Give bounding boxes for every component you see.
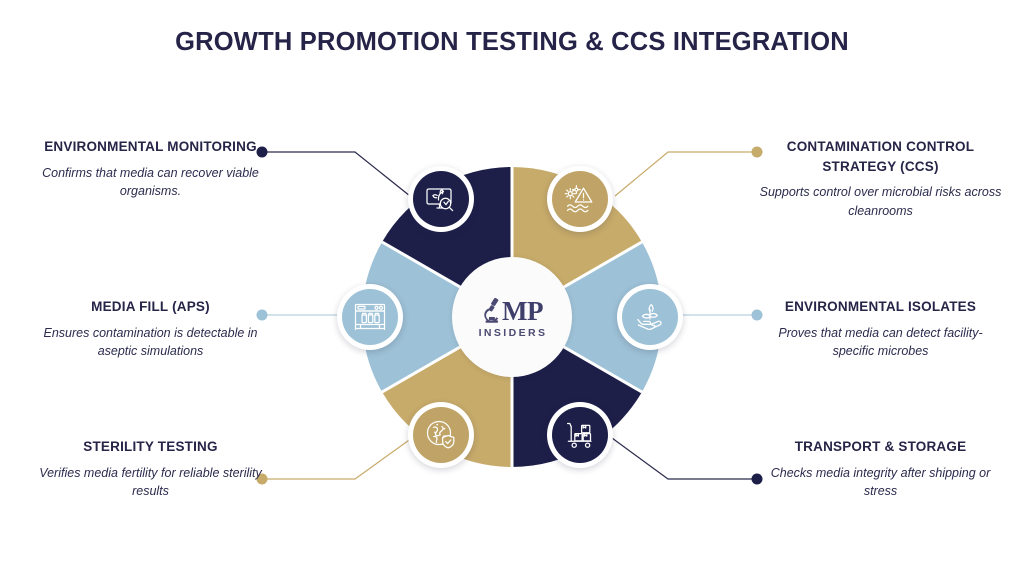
- info-contamination-control-strategy: CONTAMINATION CONTROL STRATEGY (CCS) Sup…: [758, 137, 1003, 221]
- icon-badge-transport-and-storage[interactable]: [547, 402, 613, 468]
- microscope-icon: [484, 297, 499, 323]
- page-title: GROWTH PROMOTION TESTING & CCS INTEGRATI…: [175, 28, 849, 56]
- info-description: Supports control over microbial risks ac…: [759, 185, 1002, 218]
- info-environmental-monitoring: ENVIRONMENTAL MONITORING Confirms that m…: [28, 137, 273, 201]
- info-environmental-isolates: ENVIRONMENTAL ISOLATES Proves that media…: [758, 297, 1003, 361]
- logo-brand-sub: INSIDERS: [478, 326, 548, 339]
- info-description: Checks media integrity after shipping or…: [770, 465, 991, 499]
- icon-badge-environmental-monitoring[interactable]: [408, 166, 474, 232]
- info-title: ENVIRONMENTAL MONITORING: [44, 139, 257, 154]
- icon-badge-media-fill-aps[interactable]: [337, 284, 403, 350]
- info-title: STERILITY TESTING: [83, 439, 218, 454]
- info-sterility-testing: STERILITY TESTING Verifies media fertili…: [28, 437, 273, 501]
- monitor-plant-magnifier-icon: [426, 188, 454, 212]
- icon-badge-sterility-testing[interactable]: [408, 402, 474, 468]
- icon-badge-contamination-control-strategy[interactable]: [547, 166, 613, 232]
- petri-dish-shield-icon: [426, 420, 455, 449]
- info-description: Confirms that media can recover viable o…: [42, 165, 259, 199]
- hand-truck-boxes-icon: [566, 422, 592, 448]
- filling-machine-icon: [354, 303, 386, 331]
- hand-sprout-icon: [637, 303, 662, 331]
- info-description: Ensures contamination is detectable in a…: [43, 325, 258, 359]
- connector-environmental-isolates: [672, 309, 763, 321]
- center-logo: MP INSIDERS: [452, 257, 572, 377]
- logo-brand-main: MP: [502, 295, 543, 326]
- info-description: Proves that media can detect facility-sp…: [778, 325, 983, 359]
- info-transport-and-storage: TRANSPORT & STORAGE Checks media integri…: [758, 437, 1003, 501]
- donut-segment-environmental-isolates[interactable]: [512, 242, 662, 392]
- info-title: ENVIRONMENTAL ISOLATES: [784, 299, 977, 314]
- donut-segment-media-fill-aps[interactable]: [362, 242, 512, 392]
- info-media-fill-aps: MEDIA FILL (APS) Ensures contamination i…: [28, 297, 273, 361]
- icon-badge-environmental-isolates[interactable]: [617, 284, 683, 350]
- info-description: Verifies media fertility for reliable st…: [39, 465, 262, 499]
- info-title: CONTAMINATION CONTROL STRATEGY (CCS): [786, 139, 975, 174]
- hazard-microbe-icon: [564, 185, 593, 213]
- info-title: MEDIA FILL (APS): [91, 299, 210, 314]
- info-title: TRANSPORT & STORAGE: [794, 439, 967, 454]
